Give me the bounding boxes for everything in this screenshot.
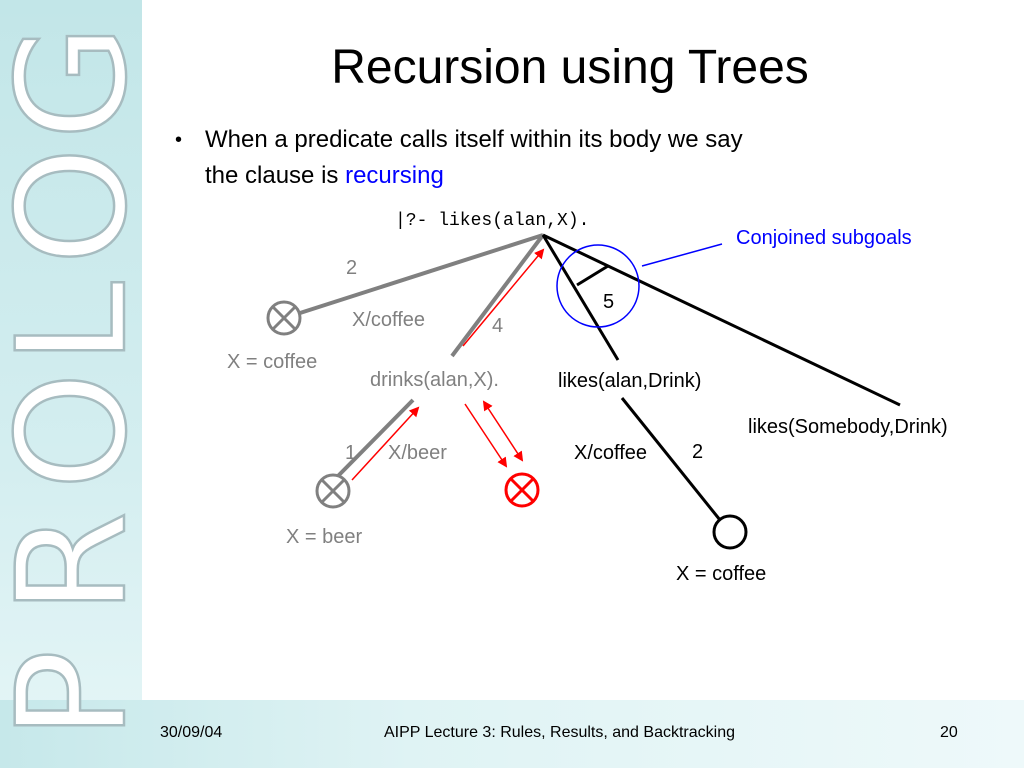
label-branch-2-left: 2 — [346, 257, 357, 279]
label-xcoffee-left: X/coffee — [352, 309, 425, 331]
logo-letter-o: O — [0, 372, 142, 490]
recursing-highlight: recursing — [345, 162, 444, 189]
red-arrow-up-1 — [351, 406, 420, 481]
query-text: |?- likes(alan,X). — [395, 211, 589, 231]
logo-letter-p: P — [0, 650, 142, 740]
slide-title: Recursion using Trees — [331, 41, 809, 94]
success-node-icon — [712, 514, 748, 550]
label-num-4: 4 — [492, 315, 503, 337]
fail-node-beer-icon — [315, 473, 351, 509]
footer-band — [0, 700, 1024, 768]
red-arrow-fail — [482, 400, 524, 462]
label-x-eq-coffee-left: X = coffee — [227, 351, 317, 373]
label-num-2-right: 2 — [692, 441, 703, 463]
search-tree-diagram: |?- likes(alan,X). Conjoined subgoals 2 … — [227, 211, 948, 585]
footer-date: 30/09/04 — [160, 724, 223, 741]
logo-letter-o2: O — [0, 147, 142, 265]
conjoined-pointer-line — [641, 243, 723, 267]
bullet-symbol: • — [175, 129, 183, 151]
fail-node-coffee-icon — [266, 300, 302, 336]
label-xcoffee-right: X/coffee — [574, 442, 647, 464]
red-arrow-down — [464, 403, 508, 468]
bullet-line-2-text: the clause is — [205, 162, 346, 189]
sidebar-band — [0, 0, 142, 768]
label-x-eq-coffee-right: X = coffee — [676, 563, 766, 585]
label-likes-somebody-drink: likes(Somebody,Drink) — [748, 416, 948, 438]
branch-likes-alan-drink — [541, 234, 620, 361]
conjunction-arc — [576, 264, 609, 287]
logo-letter-l: L — [0, 281, 142, 365]
label-num-5: 5 — [603, 291, 614, 313]
label-likes-alan-drink: likes(alan,Drink) — [558, 370, 701, 392]
conjoined-label: Conjoined subgoals — [736, 227, 912, 249]
footer-course: AIPP Lecture 3: Rules, Results, and Back… — [384, 724, 735, 741]
label-x-eq-beer: X = beer — [286, 526, 363, 548]
bullet-line-2: the clause is recursing — [205, 158, 444, 194]
footer-page-number: 20 — [940, 724, 958, 741]
prolog-logo: P R O L O G — [0, 23, 142, 741]
conjoined-circle — [556, 244, 640, 328]
red-arrow-up-4 — [462, 248, 545, 347]
branch-beer — [336, 398, 415, 478]
branch-left-fact — [299, 233, 544, 315]
logo-letter-r: R — [0, 511, 142, 615]
label-drinks-goal: drinks(alan,X). — [370, 369, 499, 391]
branch-likes-somebody-drink — [542, 233, 901, 407]
label-num-1: 1 — [345, 442, 356, 464]
branch-coffee-result — [620, 397, 722, 521]
logo-letter-g: G — [0, 24, 142, 140]
label-xbeer: X/beer — [388, 442, 447, 464]
fail-node-red-icon — [504, 472, 540, 508]
bullet-line-1: When a predicate calls itself within its… — [205, 126, 743, 153]
branch-drinks — [450, 233, 545, 358]
